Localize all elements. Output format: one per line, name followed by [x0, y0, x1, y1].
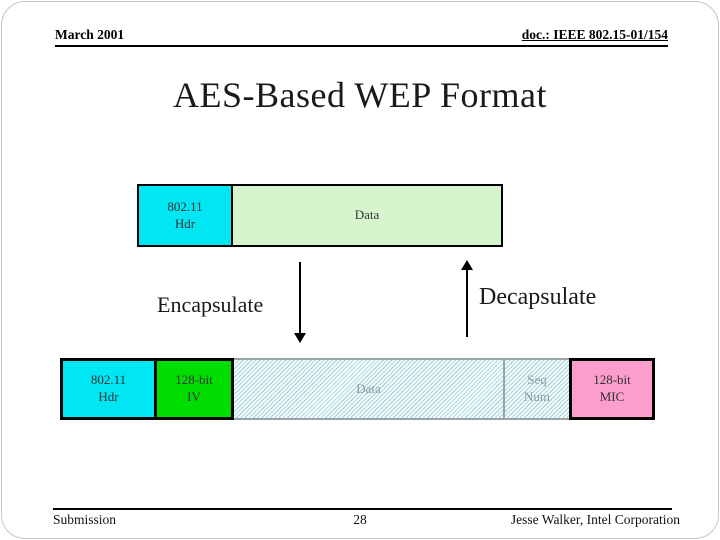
- field-label-line: Hdr: [174, 215, 196, 231]
- field-label-line: Seq: [527, 372, 547, 388]
- field-label-line: 128-bit: [593, 372, 631, 388]
- field-80211-hdr-bottom: 802.11 Hdr: [60, 358, 157, 420]
- field-label-line: 128-bit: [175, 372, 213, 388]
- field-label-line: Data: [356, 380, 381, 396]
- arrow-down-head-icon: [294, 333, 306, 343]
- field-data-encrypted: Data: [234, 358, 503, 420]
- field-128bit-iv: 128-bit IV: [157, 358, 234, 420]
- arrow-up-head-icon: [461, 260, 473, 270]
- protected-frame-bar: 802.11 Hdr 128-bit IV Data Seq Num 128-b…: [60, 358, 655, 420]
- field-label-line: Hdr: [98, 389, 119, 404]
- decapsulate-label: Decapsulate: [479, 284, 597, 310]
- field-label-line: IV: [187, 389, 201, 404]
- encapsulate-label: Encapsulate: [157, 292, 264, 317]
- field-label-line: 802.11: [167, 198, 203, 214]
- footer-submission: Submission: [53, 512, 117, 527]
- footer-page-number: 28: [353, 512, 367, 527]
- footer-author: Jesse Walker, Intel Corporation: [510, 512, 680, 527]
- header-date: March 2001: [55, 27, 125, 42]
- header-doc-id: doc.: IEEE 802.15-01/154: [521, 27, 668, 42]
- decapsulate-arrow-up: [466, 270, 468, 337]
- field-label-line: Num: [524, 389, 550, 404]
- field-label-line: MIC: [599, 389, 625, 404]
- field-80211-hdr-top: 802.11 Hdr: [137, 184, 233, 247]
- plain-frame-bar: 802.11 Hdr Data: [137, 184, 503, 247]
- slide-title: AES-Based WEP Format: [173, 75, 547, 115]
- footer-divider: [53, 508, 672, 510]
- encapsulate-arrow-down: [299, 262, 301, 334]
- slide-header: March 2001 doc.: IEEE 802.15-01/154: [55, 27, 668, 47]
- field-label-line: 802.11: [90, 372, 127, 388]
- field-seq-num: Seq Num: [503, 358, 569, 420]
- field-data-top: Data: [233, 184, 503, 247]
- field-128bit-mic: 128-bit MIC: [569, 358, 655, 420]
- field-label-line: Data: [354, 207, 380, 223]
